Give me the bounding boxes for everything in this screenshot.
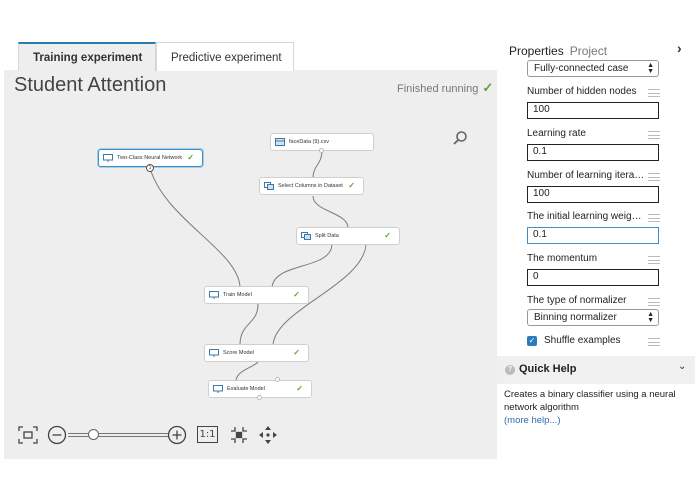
search-icon[interactable] xyxy=(452,130,468,146)
experiment-tabs: Training experiment Predictive experimen… xyxy=(18,42,294,71)
select-arrows-icon: ▲▼ xyxy=(647,62,654,75)
zoom-in-icon[interactable] xyxy=(167,425,187,445)
quick-help-title: Quick Help xyxy=(519,363,577,375)
output-port-badge[interactable]: 1 xyxy=(146,164,154,172)
initial-weights-input[interactable]: 0.1 xyxy=(527,227,659,244)
actual-size-button[interactable]: 1:1 xyxy=(197,426,218,443)
module-label: Split Data xyxy=(315,233,339,239)
checkmark-icon: ✓ xyxy=(482,80,494,95)
checkmark-icon: ✓ xyxy=(348,181,355,190)
checkmark-icon: ✓ xyxy=(384,231,391,240)
chevron-right-icon[interactable]: › xyxy=(677,40,682,56)
output-port[interactable] xyxy=(319,148,324,153)
module-split-data[interactable]: Split Data ✓ xyxy=(296,227,400,245)
run-status: Finished running✓ xyxy=(397,80,493,96)
dataset-icon xyxy=(275,138,285,146)
iterations-input[interactable]: 100 xyxy=(527,186,659,203)
tab-project[interactable]: Project xyxy=(569,44,608,58)
properties-panel: Properties Project › Fully-connected case… xyxy=(497,36,695,459)
normalizer-value: Binning normalizer xyxy=(534,312,617,323)
tab-training-experiment[interactable]: Training experiment xyxy=(18,42,156,71)
hamburger-icon[interactable] xyxy=(648,338,660,346)
shuffle-checkbox[interactable]: ✓ xyxy=(527,336,537,346)
monitor-icon xyxy=(209,291,219,299)
quick-help-text: Creates a binary classifier using a neur… xyxy=(504,389,676,413)
pan-icon[interactable] xyxy=(258,425,278,445)
normalizer-label: The type of normalizer xyxy=(527,295,627,306)
learning-rate-input[interactable]: 0.1 xyxy=(527,144,659,161)
tab-predictive-experiment[interactable]: Predictive experiment xyxy=(156,42,294,71)
hamburger-icon[interactable] xyxy=(648,214,660,222)
momentum-label: The momentum xyxy=(527,253,598,264)
chevron-down-icon[interactable]: ⌄ xyxy=(678,361,687,372)
module-icon xyxy=(301,232,311,240)
hamburger-icon[interactable] xyxy=(648,298,660,306)
checkmark-icon: ✓ xyxy=(293,290,300,299)
module-select-columns[interactable]: Select Columns in Dataset ✓ xyxy=(259,177,364,195)
fit-to-screen-icon[interactable] xyxy=(18,426,38,444)
zoom-out-icon[interactable] xyxy=(47,425,67,445)
checkmark-icon: ✓ xyxy=(293,348,300,357)
trainer-mode-value: Fully-connected case xyxy=(534,63,629,74)
module-label: Score Model xyxy=(223,350,254,356)
module-label: faceData (9).csv xyxy=(289,139,330,145)
trainer-mode-select[interactable]: Fully-connected case ▲▼ xyxy=(527,60,659,77)
monitor-icon xyxy=(213,385,223,393)
module-score-model[interactable]: Score Model ✓ xyxy=(204,344,309,362)
panel-tabs: Properties Project xyxy=(509,44,607,58)
quick-help-header[interactable]: ? Quick Help ⌄ xyxy=(497,356,695,384)
more-help-link[interactable]: (more help...) xyxy=(504,415,561,426)
monitor-icon xyxy=(103,154,113,162)
learning-rate-label: Learning rate xyxy=(527,128,586,139)
input-port[interactable] xyxy=(275,377,280,382)
hamburger-icon[interactable] xyxy=(648,131,660,139)
tab-properties[interactable]: Properties xyxy=(509,44,564,58)
zoom-to-selection-icon[interactable] xyxy=(229,425,249,445)
initial-weights-label: The initial learning weights... xyxy=(527,211,647,222)
zoom-slider-thumb[interactable] xyxy=(88,429,99,440)
module-label: Select Columns in Dataset xyxy=(278,183,343,189)
normalizer-select[interactable]: Binning normalizer ▲▼ xyxy=(527,309,659,326)
module-two-class-neural-network[interactable]: Two-Class Neural Network ✓ 1 xyxy=(98,149,203,172)
checkmark-icon: ✓ xyxy=(187,153,194,162)
run-status-text: Finished running xyxy=(397,83,479,95)
module-train-model[interactable]: Train Model ✓ xyxy=(204,286,309,304)
output-port[interactable] xyxy=(257,395,262,400)
checkmark-icon: ✓ xyxy=(296,384,303,393)
module-icon xyxy=(264,182,274,190)
experiment-title[interactable]: Student Attention xyxy=(14,74,167,96)
hidden-nodes-label: Number of hidden nodes xyxy=(527,86,637,97)
hamburger-icon[interactable] xyxy=(648,89,660,97)
shuffle-label: Shuffle examples xyxy=(544,335,621,346)
module-label: Train Model xyxy=(223,292,252,298)
monitor-icon xyxy=(209,349,219,357)
hamburger-icon[interactable] xyxy=(648,173,660,181)
select-arrows-icon: ▲▼ xyxy=(647,311,654,324)
module-label: Two-Class Neural Network xyxy=(117,155,183,161)
properties-list[interactable]: Fully-connected case ▲▼ Number of hidden… xyxy=(497,58,695,353)
experiment-canvas[interactable] xyxy=(4,70,497,459)
hidden-nodes-input[interactable]: 100 xyxy=(527,102,659,119)
zoom-slider[interactable] xyxy=(68,429,168,440)
module-evaluate-model[interactable]: Evaluate Model ✓ xyxy=(208,377,312,400)
module-facedata-csv[interactable]: faceData (9).csv xyxy=(270,133,374,153)
iterations-label: Number of learning iterati... xyxy=(527,170,647,181)
hamburger-icon[interactable] xyxy=(648,256,660,264)
module-label: Evaluate Model xyxy=(227,386,265,392)
momentum-input[interactable]: 0 xyxy=(527,269,659,286)
help-icon: ? xyxy=(505,365,515,375)
